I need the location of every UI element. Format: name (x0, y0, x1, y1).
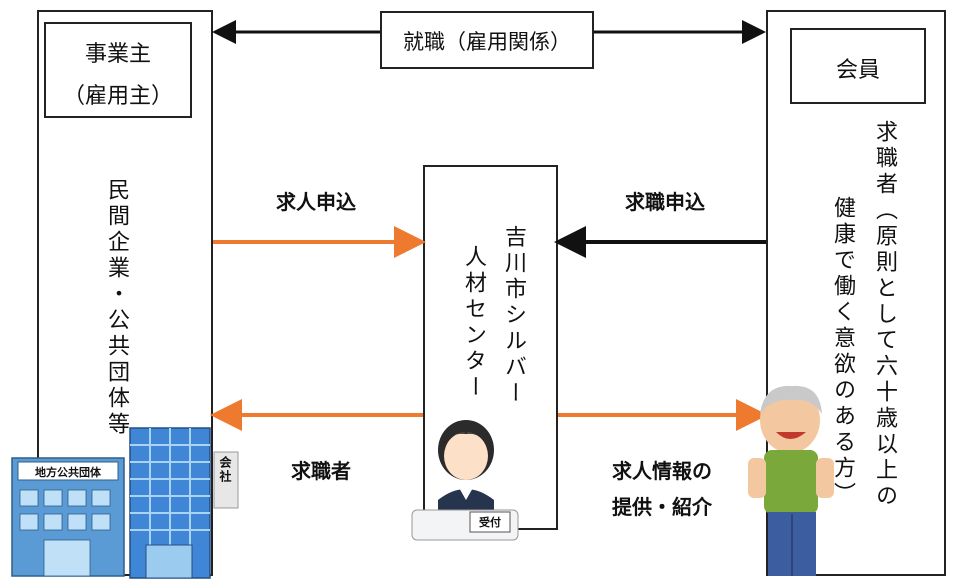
employer-title-box (44, 22, 192, 118)
member-title: 会員 (835, 58, 880, 83)
employer-title-line2: （雇用主） (62, 84, 173, 109)
employer-title: 事業主 （雇用主） (44, 36, 192, 110)
employment-label-box (380, 11, 594, 69)
member-description-line2: 健康で働く意欲のある方） (830, 196, 855, 508)
job-seeker-label: 求職者 (291, 459, 351, 483)
member-panel (766, 10, 946, 576)
center-name-line1: 吉川市シルバー (501, 225, 526, 407)
elderly-man-icon (748, 385, 834, 576)
center-name-line2: 人材センター (461, 245, 486, 401)
info-label: 求人情報の 提供・紹介 (592, 453, 732, 525)
job-application-label: 求職申込 (625, 190, 705, 214)
job-offer-label: 求人申込 (276, 190, 356, 214)
employer-title-line1: 事業主 (84, 42, 151, 67)
company-sign: 会社 (218, 456, 232, 484)
employment-label: 就職（雇用関係） (403, 30, 571, 54)
government-building-icon (11, 457, 125, 577)
reception-sign: 受付 (479, 516, 501, 529)
info-label-line2: 提供・紹介 (612, 495, 712, 519)
member-description-line1: 求職者（原則として六十歳以上の (872, 120, 897, 510)
government-sign: 地方公共団体 (35, 466, 101, 479)
employer-description: 民間企業・公共団体等 (104, 178, 129, 438)
receptionist-icon (411, 420, 519, 541)
info-label-line1: 求人情報の (612, 459, 712, 483)
member-title-box (790, 28, 926, 104)
company-building-icon (129, 427, 239, 579)
